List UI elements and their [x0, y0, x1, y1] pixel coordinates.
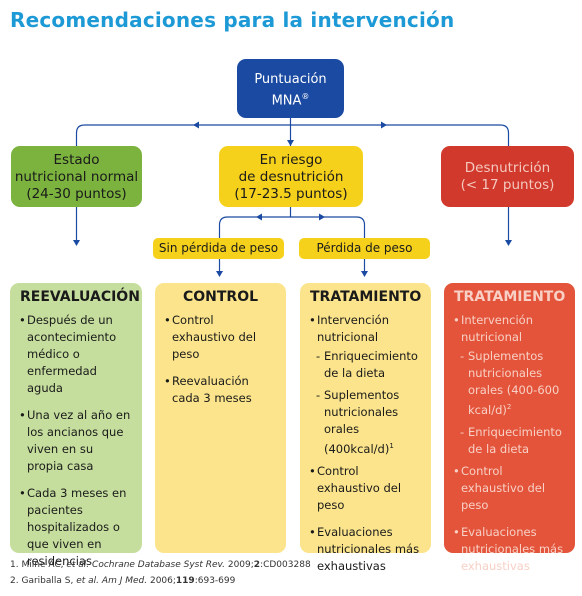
list-item: Después de un acontecimiento médico o en… — [19, 312, 132, 397]
category-malnutrition-line2: (< 17 puntos) — [460, 177, 555, 193]
arrow-left-2 — [256, 213, 262, 221]
category-normal-line3: (24-30 puntos) — [26, 186, 127, 202]
sub-list-item: Suplementos nutricionales orales (400kca… — [310, 387, 421, 458]
subcategory-weight-loss: Pérdida de peso — [299, 238, 430, 259]
list-item: Una vez al año en los ancianos que viven… — [19, 407, 132, 475]
panel-title: TRATAMIENTO — [310, 289, 422, 305]
arrow-down-no-loss — [216, 271, 223, 277]
panel-control: CONTROL Control exhaustivo del peso Reev… — [155, 283, 286, 553]
category-normal-line2: nutricional normal — [14, 169, 139, 185]
arrow-down-loss — [361, 271, 368, 277]
category-normal: Estado nutricional normal (24-30 puntos) — [11, 146, 142, 207]
arrow-down-mid — [287, 140, 294, 146]
panel-reevaluation: REEVALUACIÓN Después de un acontecimient… — [10, 283, 142, 568]
sub-list-item: Suplementos nutricionales orales (400-60… — [454, 348, 565, 419]
category-risk-line1: En riesgo — [259, 152, 323, 168]
arrow-right-1 — [381, 121, 387, 129]
list-item: Control exhaustivo del peso — [164, 312, 276, 363]
reference-mark: 2 — [506, 403, 512, 411]
arrow-left-1 — [193, 121, 199, 129]
list-item: Intervención nutricional — [309, 312, 421, 346]
sub-list-item: Enriquecimiento de la dieta — [310, 348, 421, 382]
sub-list-item: Enriquecimiento de la dieta — [454, 424, 565, 458]
list-item: Intervención nutricional — [453, 312, 565, 346]
arrow-right-2 — [319, 213, 325, 221]
list-item: Reevaluación cada 3 meses — [164, 373, 276, 407]
registered-mark: ® — [301, 92, 310, 101]
category-risk: En riesgo de desnutrición (17-23.5 punto… — [219, 146, 363, 207]
panel-title: TRATAMIENTO — [454, 289, 566, 305]
top-bracket — [75, 124, 510, 146]
list-item: Evaluaciones nutricionales más exhaustiv… — [453, 524, 565, 575]
subcategory-no-weight-loss: Sin pérdida de peso — [153, 238, 284, 259]
arrow-down-malnutrition — [505, 240, 512, 246]
category-malnutrition-line1: Desnutrición — [464, 160, 551, 176]
mna-line1: Puntuación — [254, 72, 327, 87]
reference-2: 2. Gariballa S, et al. Am J Med. 2006;11… — [10, 576, 236, 586]
list-item: Control exhaustivo del peso — [453, 463, 565, 514]
list-item: Control exhaustivo del peso — [309, 463, 421, 514]
page-title: Recomendaciones para la intervención — [10, 8, 455, 32]
panel-title: CONTROL — [182, 289, 259, 305]
category-malnutrition: Desnutrición (< 17 puntos) — [441, 146, 574, 207]
reference-1: 1. Milne AC, et al. Cochrane Database Sy… — [10, 560, 311, 570]
mna-score-box: Puntuación MNA® — [237, 59, 344, 118]
reference-mark: 1 — [389, 442, 394, 450]
category-normal-line1: Estado — [53, 152, 100, 168]
mid-bracket — [218, 216, 366, 238]
category-risk-line3: (17-23.5 puntos) — [234, 186, 348, 202]
list-item: Evaluaciones nutricionales más exhaustiv… — [309, 524, 421, 575]
category-risk-line2: de desnutrición — [238, 169, 344, 185]
references: 1. Milne AC, et al. Cochrane Database Sy… — [10, 557, 311, 589]
list-item: Cada 3 meses en pacientes hospitalizados… — [19, 485, 132, 570]
panel-title: REEVALUACIÓN — [20, 289, 140, 305]
mna-line2: MNA® — [271, 92, 310, 109]
panel-treatment-malnutrition: TRATAMIENTO Intervención nutricional Sup… — [444, 283, 575, 573]
arrow-down-normal — [73, 240, 80, 246]
panel-treatment-risk: TRATAMIENTO Intervención nutricional Enr… — [300, 283, 431, 573]
